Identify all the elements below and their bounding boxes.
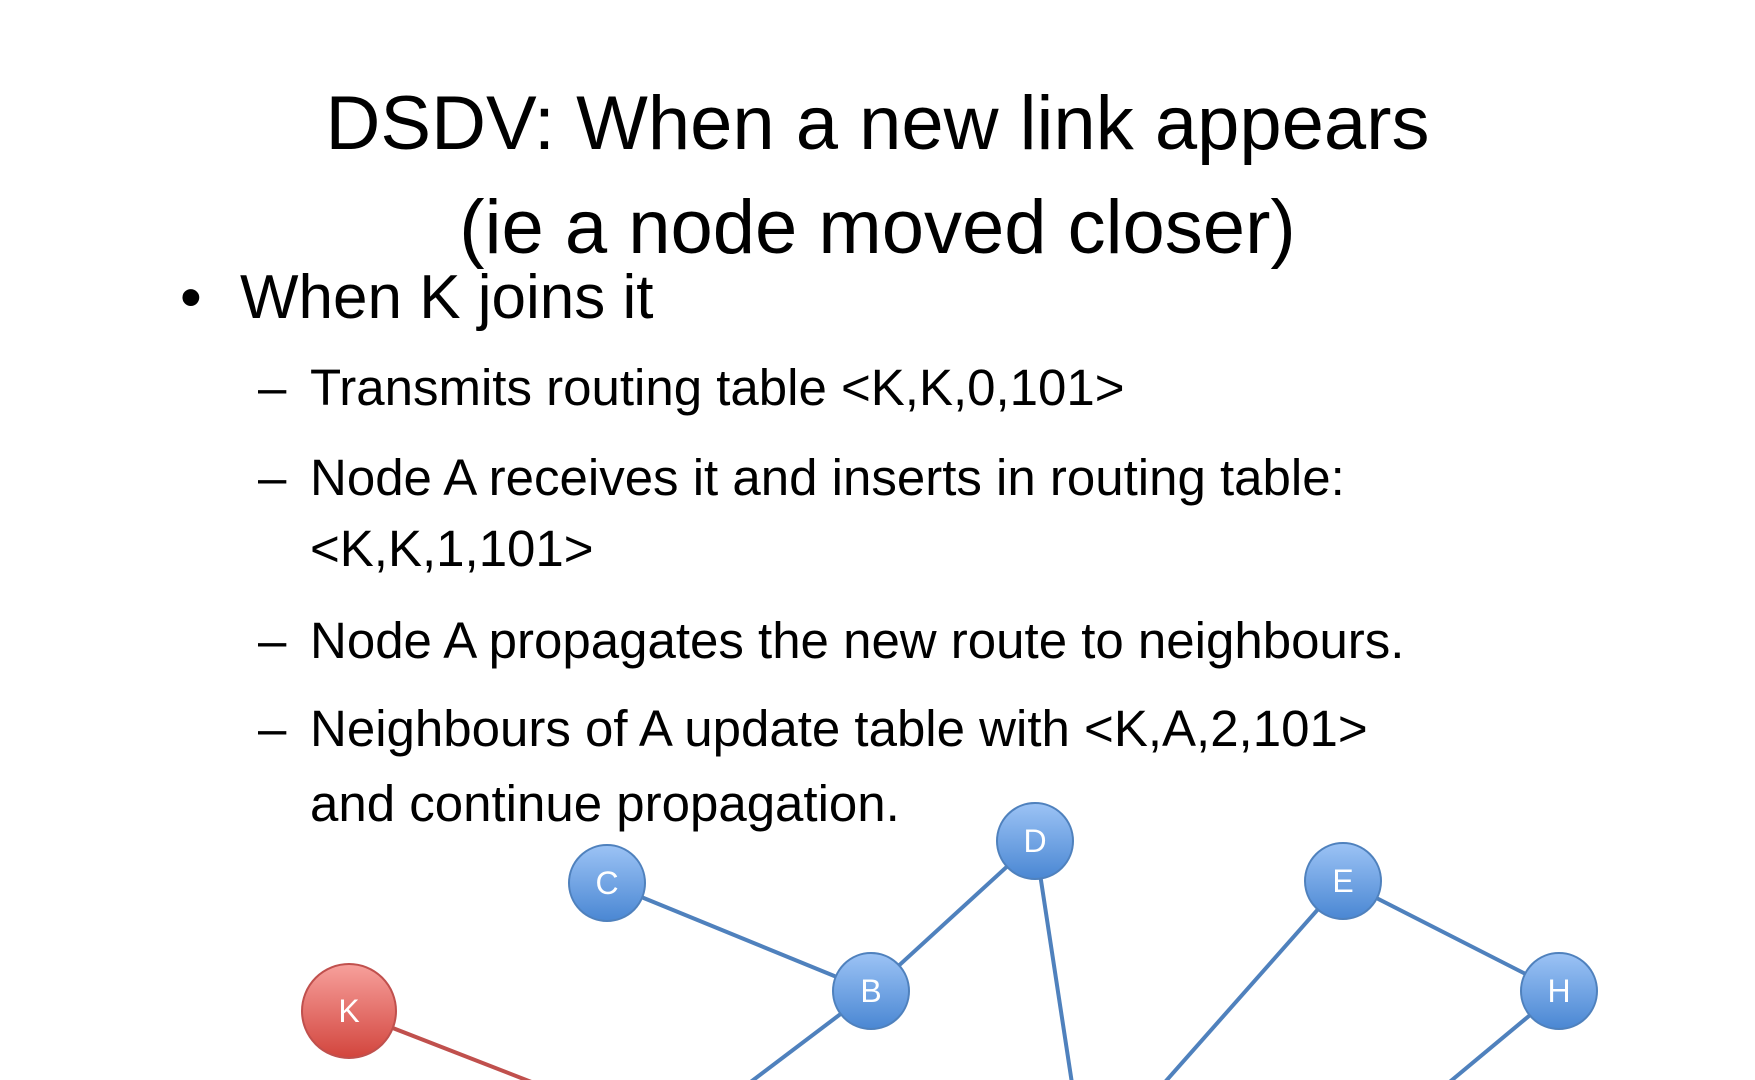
dash: – bbox=[258, 449, 287, 506]
node-k: K bbox=[301, 963, 397, 1059]
edge-e-h bbox=[1342, 879, 1560, 993]
dash: – bbox=[258, 612, 287, 669]
edge-e-down bbox=[1164, 879, 1345, 1080]
edge-c-b bbox=[606, 881, 872, 993]
bullet-text: When K joins it bbox=[240, 263, 654, 332]
svg-text:D: D bbox=[1023, 823, 1046, 859]
svg-text:C: C bbox=[595, 865, 618, 901]
sub-item-continuation: <K,K,1,101> bbox=[310, 520, 594, 577]
sub-item-continuation: and continue propagation. bbox=[310, 775, 900, 832]
sub-item: –Node A receives it and inserts in routi… bbox=[258, 448, 1345, 507]
node-e: E bbox=[1304, 842, 1382, 920]
sub-item: –Node A propagates the new route to neig… bbox=[258, 611, 1404, 670]
sub-item-text: Node A propagates the new route to neigh… bbox=[310, 612, 1405, 669]
sub-item-text: Transmits routing table <K,K,0,101> bbox=[310, 359, 1125, 416]
dash: – bbox=[258, 700, 287, 757]
sub-item-text: Node A receives it and inserts in routin… bbox=[310, 449, 1345, 506]
node-d: D bbox=[996, 802, 1074, 880]
slide-title-line1: DSDV: When a new link appears bbox=[325, 81, 1430, 166]
svg-text:H: H bbox=[1547, 973, 1570, 1009]
edge-d-down bbox=[1033, 840, 1074, 1080]
svg-text:K: K bbox=[338, 993, 359, 1029]
svg-text:E: E bbox=[1332, 863, 1353, 899]
sub-item: –Transmits routing table <K,K,0,101> bbox=[258, 358, 1125, 417]
svg-text:B: B bbox=[860, 973, 881, 1009]
node-b: B bbox=[832, 952, 910, 1030]
slide-title-line2: (ie a node moved closer) bbox=[459, 185, 1296, 270]
sub-item-text: Neighbours of A update table with <K,A,2… bbox=[310, 700, 1368, 757]
node-c: C bbox=[568, 844, 646, 922]
bullet-item: • When K joins it bbox=[180, 262, 654, 333]
dash: – bbox=[258, 359, 287, 416]
node-h: H bbox=[1520, 952, 1598, 1030]
sub-item: –Neighbours of A update table with <K,A,… bbox=[258, 699, 1368, 758]
bullet-symbol: • bbox=[180, 263, 202, 332]
